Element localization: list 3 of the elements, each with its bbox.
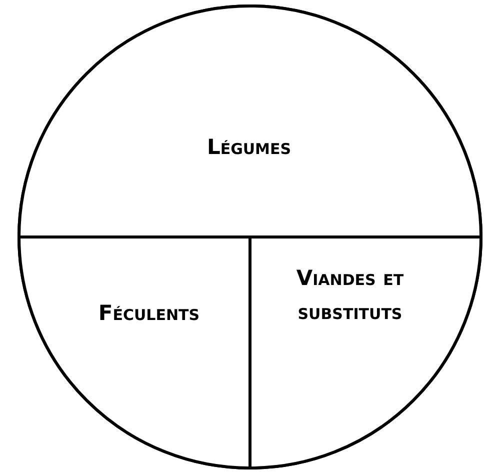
section-label: Féculents bbox=[97, 300, 201, 327]
section-label: Viandes et substituts bbox=[295, 265, 405, 326]
section-label: Légumes bbox=[206, 134, 292, 161]
